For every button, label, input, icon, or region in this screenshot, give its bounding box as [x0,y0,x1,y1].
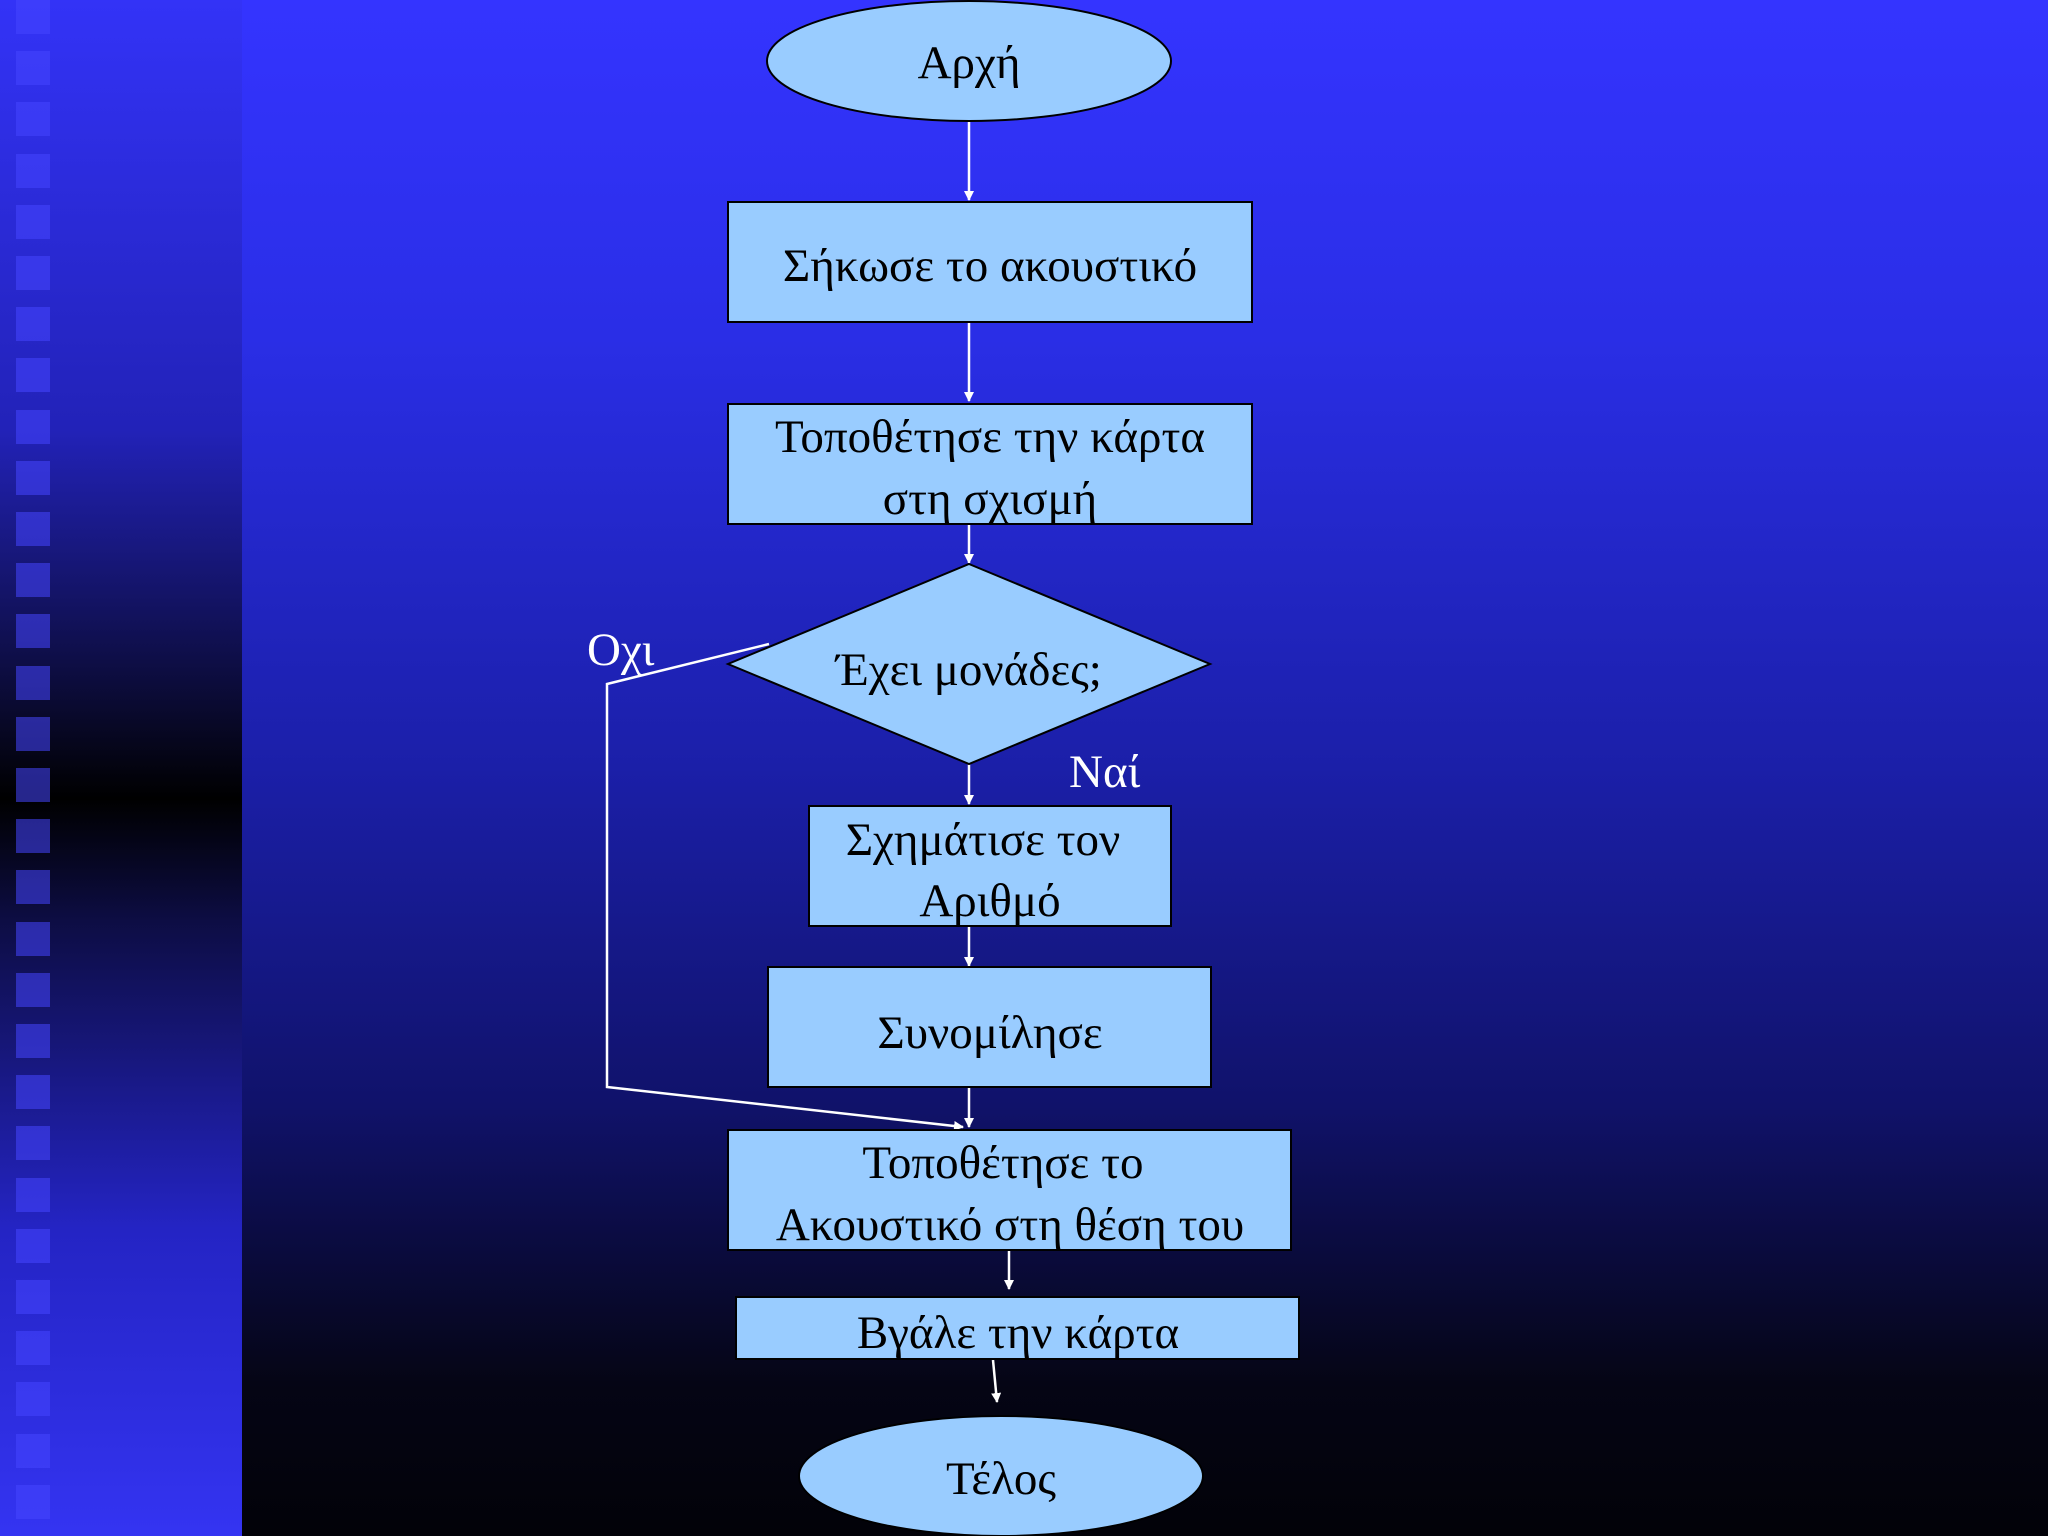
pick-up-box [727,201,1253,323]
sidebar-square [16,1485,50,1519]
pick-up-label: Σήκωσε το ακουστικό [783,240,1197,292]
dial-box [808,805,1172,927]
sidebar-square [16,1382,50,1416]
start-label: Αρχή [918,37,1021,89]
sidebar-square [16,973,50,1007]
node-hang-up: Τοποθέτησε το Ακουστικό στη θέση του [727,1129,1292,1251]
branch-no-label: Οχι [587,624,655,676]
node-talk: Συνομίλησε [767,966,1212,1088]
sidebar-square [16,1331,50,1365]
sidebar-square [16,461,50,495]
sidebar-square [16,563,50,597]
sidebar-square [16,1178,50,1212]
decision-label: Έχει μονάδες; [834,644,1102,696]
sidebar-square [16,768,50,802]
sidebar-square [16,512,50,546]
insert-card-label-line2: στη σχισμή [883,473,1098,525]
sidebar-square [16,205,50,239]
hang-up-box [727,1129,1292,1251]
flow-edges [605,122,1014,1403]
sidebar-square [16,307,50,341]
sidebar-square [16,1434,50,1468]
branch-yes-label: Ναί [1069,746,1141,798]
remove-card-box [735,1296,1300,1360]
decision-diamond [725,562,1213,766]
talk-label: Συνομίλησε [877,1007,1102,1059]
talk-box [767,966,1212,1088]
sidebar-square [16,1075,50,1109]
sidebar-square [16,256,50,290]
sidebar-square [16,0,50,34]
sidebar-square [16,614,50,648]
node-insert-card: Τοποθέτησε την κάρτα στη σχισμή [727,403,1253,525]
node-has-units-decision: Έχει μονάδες; [725,562,1213,766]
insert-card-label-line1: Τοποθέτησε την κάρτα [775,411,1205,463]
sidebar-square [16,1126,50,1160]
node-end: Τέλος [798,1415,1204,1536]
dial-label-line2: Αριθμό [919,875,1060,927]
edge-decision-no-to-hang-up [605,642,964,1131]
sidebar-square [16,870,50,904]
sidebar-squares [16,0,52,1536]
insert-card-box [727,403,1253,525]
sidebar-square [16,51,50,85]
sidebar-square [16,666,50,700]
sidebar-square [16,410,50,444]
sidebar-square [16,717,50,751]
edge-remove-card-to-end [991,1359,1002,1403]
hang-up-label-line1: Τοποθέτησε το [862,1137,1143,1189]
node-dial: Σχημάτισε τον Αριθμό [808,805,1172,927]
start-ellipse [766,0,1172,122]
sidebar-square [16,1229,50,1263]
dial-label-line1: Σχημάτισε τον [846,814,1121,866]
sidebar-square [16,102,50,136]
sidebar-square [16,154,50,188]
sidebar-square [16,1024,50,1058]
node-remove-card: Βγάλε την κάρτα [735,1296,1300,1360]
sidebar-square [16,1280,50,1314]
end-ellipse [798,1415,1204,1536]
sidebar-square [16,922,50,956]
remove-card-label: Βγάλε την κάρτα [857,1307,1179,1359]
sidebar-square [16,358,50,392]
node-pick-up: Σήκωσε το ακουστικό [727,201,1253,323]
node-start: Αρχή [766,0,1172,122]
sidebar-square [16,819,50,853]
hang-up-label-line2: Ακουστικό στη θέση του [776,1199,1244,1251]
end-label: Τέλος [946,1453,1056,1505]
sidebar-decoration [0,0,242,1536]
